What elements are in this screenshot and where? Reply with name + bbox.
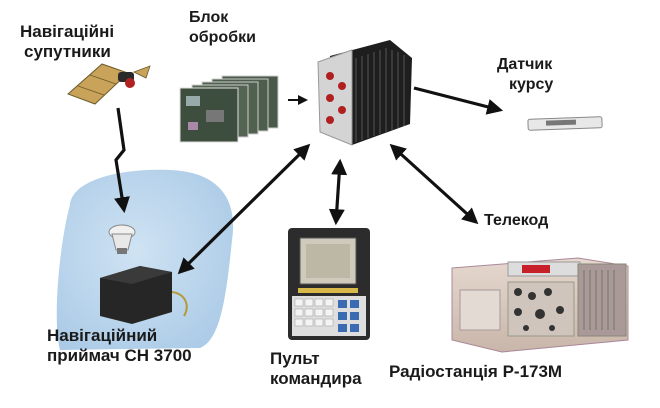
label-receiver: Навігаційний приймач СН 3700 — [47, 326, 192, 366]
label-heading-sensor-line2: курсу — [509, 76, 554, 93]
label-satellites-line1: Навігаційні — [20, 22, 115, 41]
label-processing-line2: обробки — [189, 29, 256, 46]
label-heading-sensor: Датчик курсу — [497, 55, 553, 95]
central-computer-icon — [317, 40, 412, 146]
arrows — [114, 86, 504, 275]
arrow-receiver-computer — [177, 143, 311, 275]
label-satellites: Навігаційні супутники — [20, 22, 114, 62]
label-console-line2: командира — [270, 369, 362, 388]
processing-boards-icon — [179, 75, 279, 143]
label-heading-sensor-line1: Датчик — [497, 56, 553, 73]
label-telecode: Телекод — [484, 212, 549, 229]
label-processing: Блок обробки — [189, 8, 256, 48]
commander-console-icon — [288, 228, 370, 340]
label-radio: Радіостанція Р-173М — [389, 362, 563, 381]
radio-station-icon — [451, 257, 629, 353]
label-receiver-line2: приймач СН 3700 — [47, 346, 192, 365]
heading-sensor-icon — [527, 116, 603, 131]
antenna-icon — [108, 224, 136, 254]
label-satellites-line2: супутники — [24, 42, 111, 61]
receiver-backdrop — [56, 169, 234, 350]
receiver-box-icon — [100, 266, 188, 324]
label-console-line1: Пульт — [270, 349, 320, 368]
label-receiver-line1: Навігаційний — [47, 326, 158, 345]
satellite-icon — [67, 63, 151, 105]
arrow-satellite-to-receiver — [114, 107, 130, 214]
arrow-computer-radio — [389, 143, 479, 225]
label-processing-line1: Блок — [189, 9, 229, 26]
arrow-computer-to-sensor — [413, 86, 504, 115]
arrow-computer-console — [328, 158, 348, 226]
label-console: Пульт командира — [270, 349, 362, 389]
